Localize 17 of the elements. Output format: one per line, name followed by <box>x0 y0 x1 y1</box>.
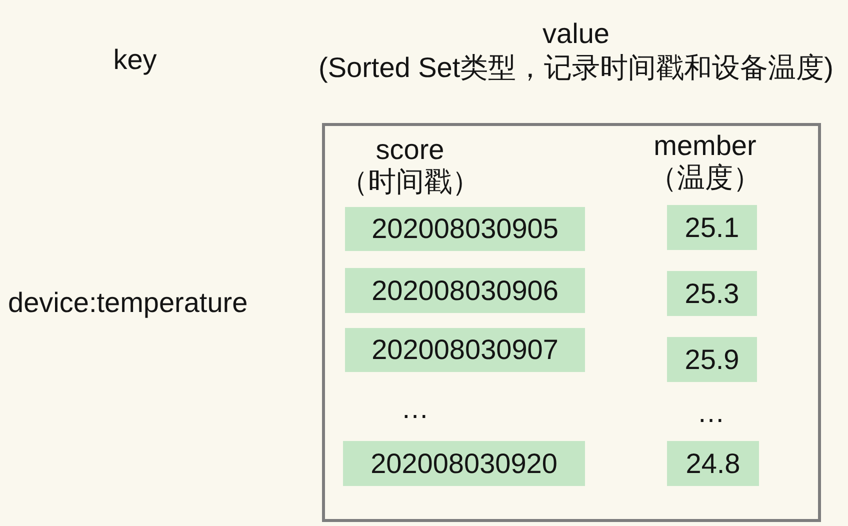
sorted-set-panel <box>322 123 821 522</box>
member-cell: 24.8 <box>667 441 759 486</box>
member-cell: 25.1 <box>667 205 757 250</box>
value-heading: value <box>542 18 610 50</box>
member-cell: 25.9 <box>667 337 757 382</box>
key-heading: key <box>112 44 158 76</box>
key-name: device:temperature <box>8 287 249 319</box>
score-cell: 202008030920 <box>343 441 585 486</box>
score-cell: 202008030906 <box>345 268 585 313</box>
score-cell: 202008030907 <box>345 328 585 372</box>
ellipsis: … <box>400 393 430 425</box>
column-heading: member （温度） <box>648 130 762 194</box>
value-type-note: (Sorted Set类型，记录时间戳和设备温度) <box>318 52 834 84</box>
score-cell: 202008030905 <box>345 207 585 251</box>
member-cell: 25.3 <box>667 271 757 316</box>
ellipsis: … <box>696 397 726 429</box>
column-heading: score （时间戳） <box>339 134 481 198</box>
